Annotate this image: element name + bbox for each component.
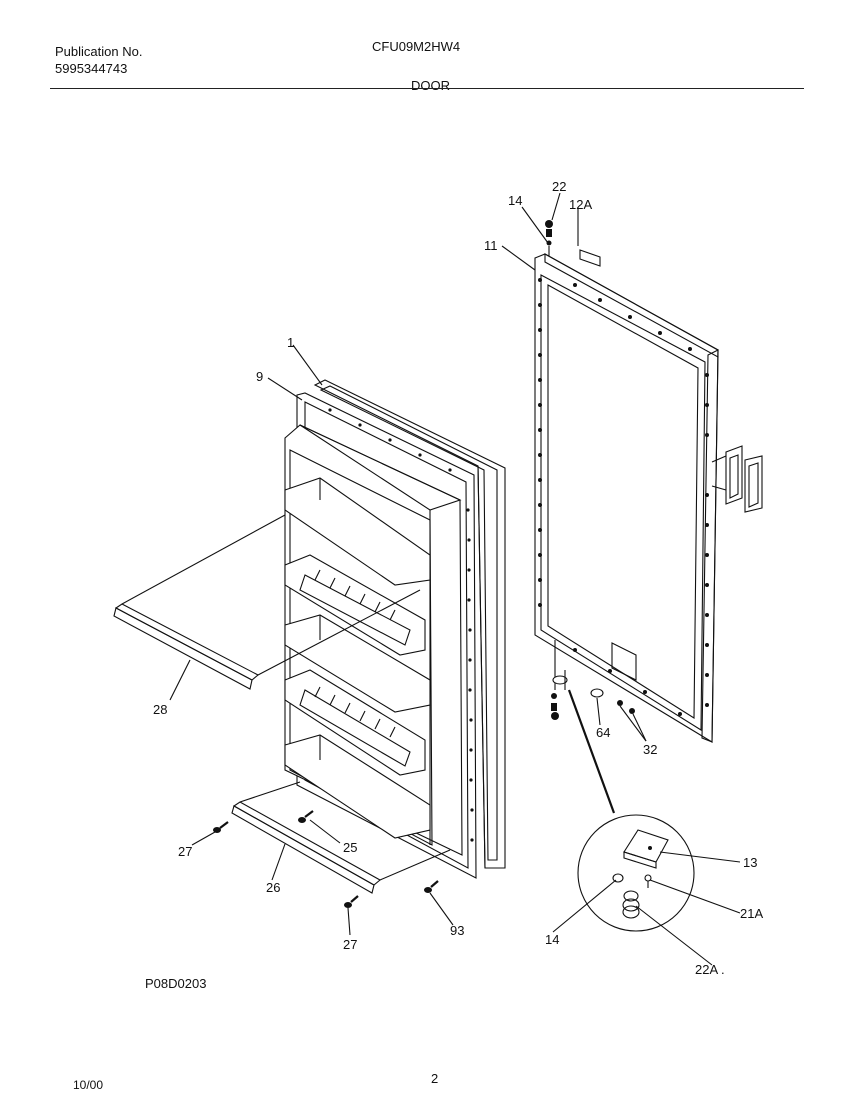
leader-lines — [169, 192, 741, 966]
callout-27-bottom: 27 — [343, 937, 357, 952]
callout-13: 13 — [743, 855, 757, 870]
header-divider — [50, 88, 804, 89]
callout-27-left: 27 — [178, 844, 192, 859]
callout-9: 9 — [256, 369, 263, 384]
door-shelves — [284, 477, 431, 839]
callout-28: 28 — [153, 702, 167, 717]
diagram-code: P08D0203 — [145, 976, 207, 991]
callout-12a: 12A — [569, 197, 592, 212]
callout-22: 22 — [552, 179, 566, 194]
callout-25: 25 — [343, 840, 357, 855]
page-number: 2 — [431, 1071, 439, 1086]
hinge-detail-circle — [567, 689, 695, 932]
callout-14-top: 14 — [508, 193, 522, 208]
door-liner — [284, 392, 477, 879]
callout-labels: 1 9 11 12A 13 14 14 21A 22 22A . 25 26 2… — [153, 179, 763, 977]
bottom-trim-part-26 — [213, 781, 451, 908]
callout-26: 26 — [266, 880, 280, 895]
callout-32: 32 — [643, 742, 657, 757]
callout-1: 1 — [287, 335, 294, 350]
model-number: CFU09M2HW4 — [372, 39, 461, 54]
callout-14-detail: 14 — [545, 932, 559, 947]
callout-21a: 21A — [740, 906, 763, 921]
bottom-hinge-parts — [551, 640, 635, 720]
callout-93: 93 — [450, 923, 464, 938]
door-gasket — [313, 379, 506, 869]
publication-label: Publication No. — [55, 44, 143, 59]
callout-22a: 22A . — [695, 962, 725, 977]
publication-number: 5995344743 — [55, 61, 128, 76]
footer-date: 10/00 — [73, 1078, 104, 1092]
callout-11: 11 — [484, 238, 498, 253]
top-hinge-parts — [545, 207, 601, 267]
callout-64: 64 — [596, 725, 610, 740]
outer-door-panel — [534, 253, 763, 743]
shelf-bar-part-28 — [113, 514, 421, 690]
